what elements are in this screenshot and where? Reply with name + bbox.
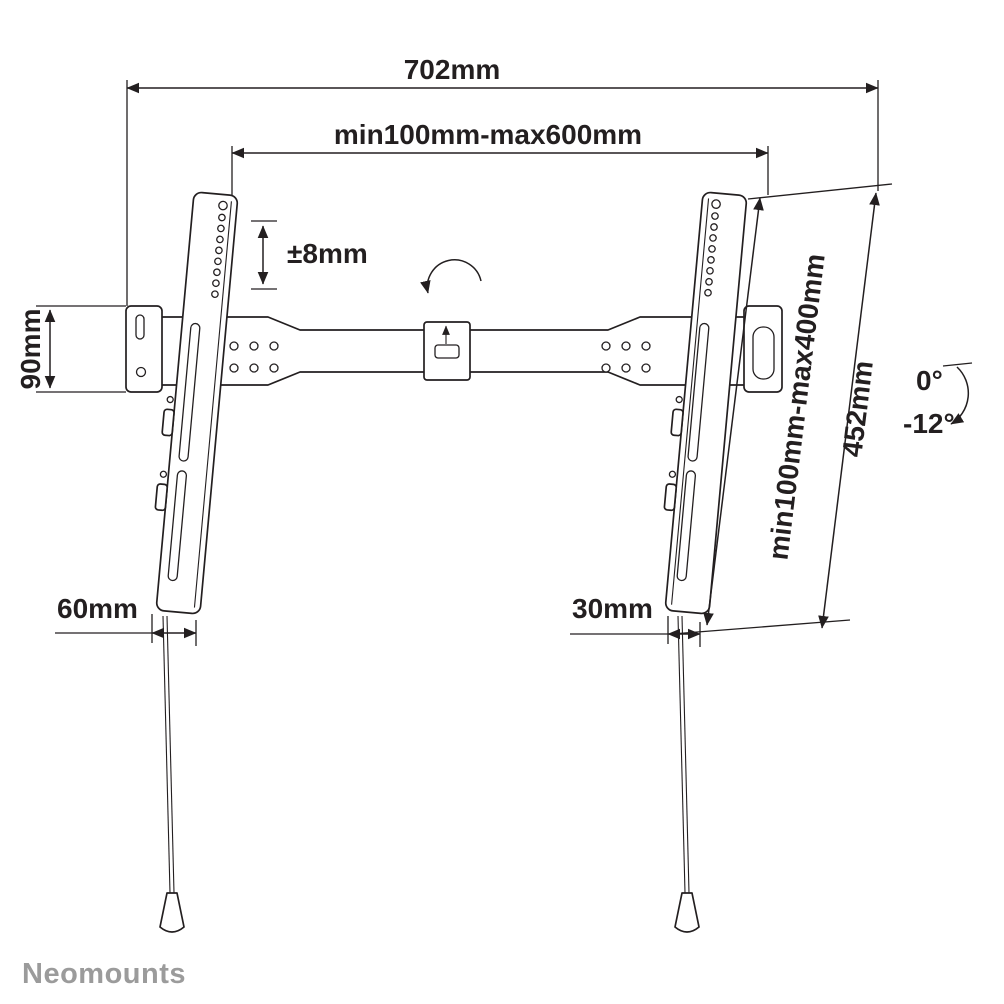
label-tilt-min: -12° (903, 408, 955, 439)
vesa-holes-left (211, 200, 228, 299)
label-bracket-length: 452mm (836, 359, 879, 459)
dimension-wall-plate-height: 90mm (15, 305, 126, 393)
dimension-height-adjustment: ±8mm (251, 220, 368, 290)
label-wall-plate-height: 90mm (15, 309, 46, 390)
label-offset-left: 60mm (57, 593, 138, 624)
label-tilt-max: 0° (916, 365, 943, 396)
brand-logo: Neomounts (22, 958, 186, 990)
right-tv-bracket (663, 191, 748, 615)
dimension-bracket-length: 452mm (818, 192, 880, 629)
label-height-adjustment: ±8mm (287, 238, 368, 269)
safety-cord-left (159, 615, 185, 933)
dimension-offset-right: 30mm (570, 593, 701, 647)
wall-plate-left (125, 305, 163, 393)
label-total-width: 702mm (404, 54, 501, 85)
label-vesa-height: min100mm-max400mm (762, 252, 830, 562)
bracket-hook (663, 483, 678, 512)
label-vesa-width: min100mm-max600mm (334, 119, 642, 150)
dimension-offset-left: 60mm (55, 593, 197, 646)
dimension-total-width: 702mm (126, 54, 879, 306)
rail-holes-left (229, 341, 279, 373)
bracket-slot (178, 322, 201, 462)
bracket-slot (167, 470, 188, 582)
label-offset-right: 30mm (572, 593, 653, 624)
rotation-arrow-icon (420, 259, 482, 294)
rail-holes-right (601, 341, 651, 373)
safety-cord-right (674, 615, 700, 933)
bracket-slot (676, 470, 697, 582)
cord-weight-icon (674, 892, 700, 933)
left-tv-bracket (154, 191, 239, 615)
wall-rail (161, 316, 745, 386)
wall-plate-right (743, 305, 783, 393)
cord-weight-icon (159, 892, 185, 933)
bracket-hook (154, 483, 169, 512)
tilt-arc-icon (950, 366, 970, 425)
bracket-hook (161, 408, 175, 437)
bracket-hook (670, 408, 684, 437)
rail-center-slot (434, 344, 460, 359)
dimension-vesa-width: min100mm-max600mm (231, 119, 769, 195)
tilt-angle-indicator: 0° -12° (903, 362, 973, 439)
